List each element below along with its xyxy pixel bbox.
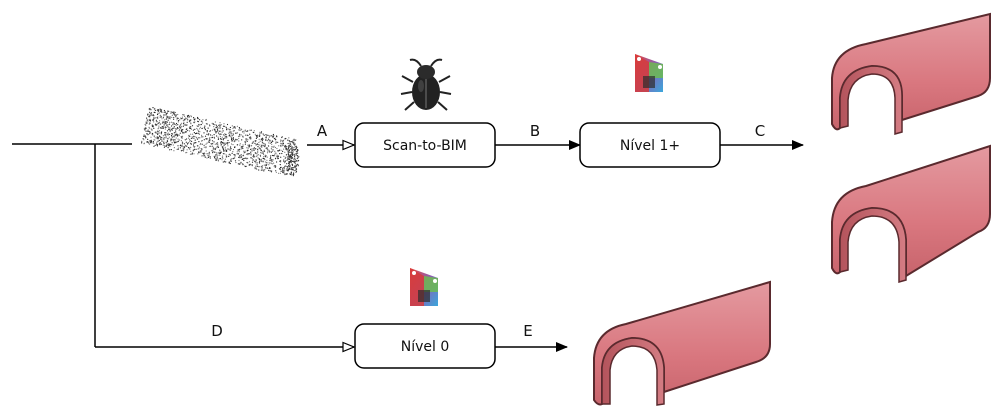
nivel-0-label: Nível 0 — [401, 339, 450, 355]
beetle-icon — [400, 58, 452, 111]
point-cloud-cylinder — [141, 107, 300, 177]
edge-d-label: D — [211, 322, 223, 340]
tunnel-model-bottom — [593, 280, 771, 406]
tunnel-model-top — [831, 12, 991, 135]
edge-a-label: A — [317, 122, 328, 140]
tunnel-model-middle — [831, 144, 991, 283]
edge-e-label: E — [523, 322, 532, 340]
edge-c-label: C — [755, 122, 765, 140]
dynamo-logo-icon — [410, 268, 438, 306]
scan-to-bim-label: Scan-to-BIM — [383, 138, 467, 154]
nivel-0-box[interactable] — [354, 323, 496, 369]
edge-b-label: B — [530, 122, 540, 140]
dynamo-logo-icon — [635, 54, 663, 92]
nivel-1-label: Nível 1+ — [620, 138, 680, 154]
